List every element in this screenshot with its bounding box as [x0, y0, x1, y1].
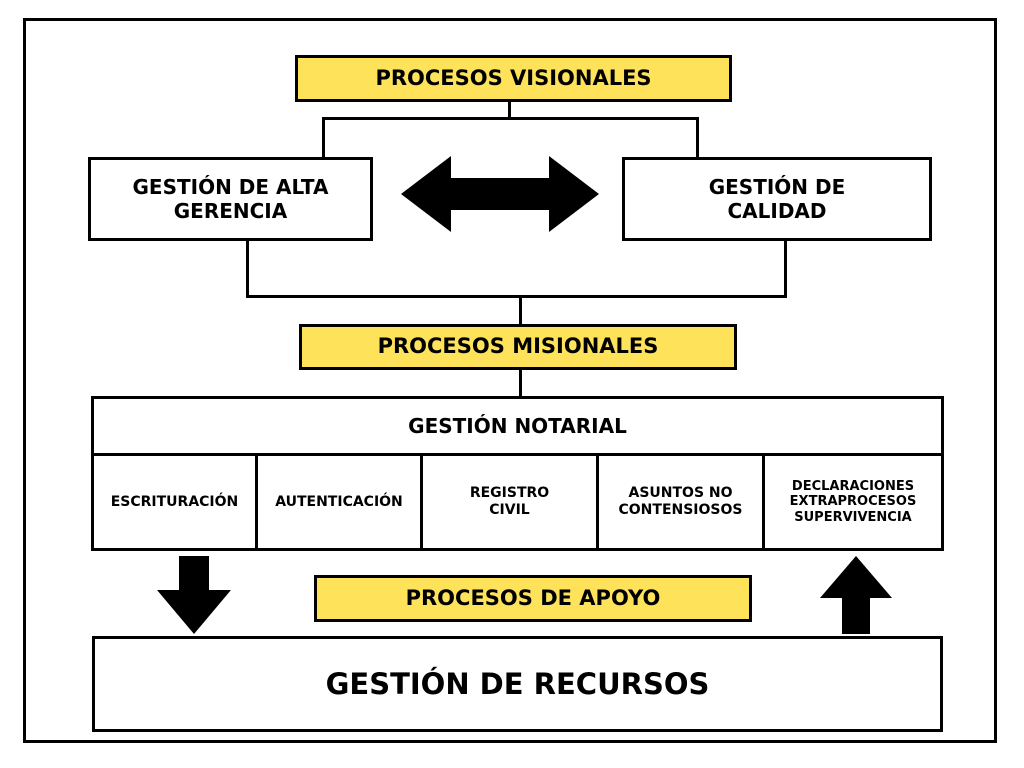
gestion-notarial-header: GESTIÓN NOTARIAL	[91, 396, 944, 456]
cell-registro-civil: REGISTRO CIVIL	[420, 453, 599, 551]
cell-escrituracion: ESCRITURACIÓN	[91, 453, 258, 551]
connector-line	[519, 295, 522, 326]
gestion-recursos-box: GESTIÓN DE RECURSOS	[92, 636, 943, 732]
connector-line	[322, 117, 325, 160]
apoyo-title: PROCESOS DE APOYO	[314, 575, 752, 622]
connector-line	[784, 240, 787, 298]
connector-line	[519, 369, 522, 397]
connector-line	[696, 117, 699, 160]
calidad-box: GESTIÓN DE CALIDAD	[622, 157, 932, 241]
visionales-title: PROCESOS VISIONALES	[295, 55, 732, 102]
diagram-frame	[23, 18, 997, 743]
double-headed-arrow-icon	[401, 156, 599, 232]
cell-declaraciones: DECLARACIONES EXTRAPROCESOS SUPERVIVENCI…	[762, 453, 944, 551]
misionales-title: PROCESOS MISIONALES	[299, 324, 737, 370]
alta-gerencia-box: GESTIÓN DE ALTA GERENCIA	[88, 157, 373, 241]
connector-line	[508, 101, 511, 119]
cell-autenticacion: AUTENTICACIÓN	[255, 453, 423, 551]
up-arrow-icon	[820, 556, 892, 634]
down-arrow-icon	[157, 556, 231, 634]
cell-asuntos-no-contensiosos: ASUNTOS NO CONTENSIOSOS	[596, 453, 765, 551]
connector-line	[322, 117, 699, 120]
connector-line	[246, 240, 249, 298]
connector-line	[246, 295, 787, 298]
